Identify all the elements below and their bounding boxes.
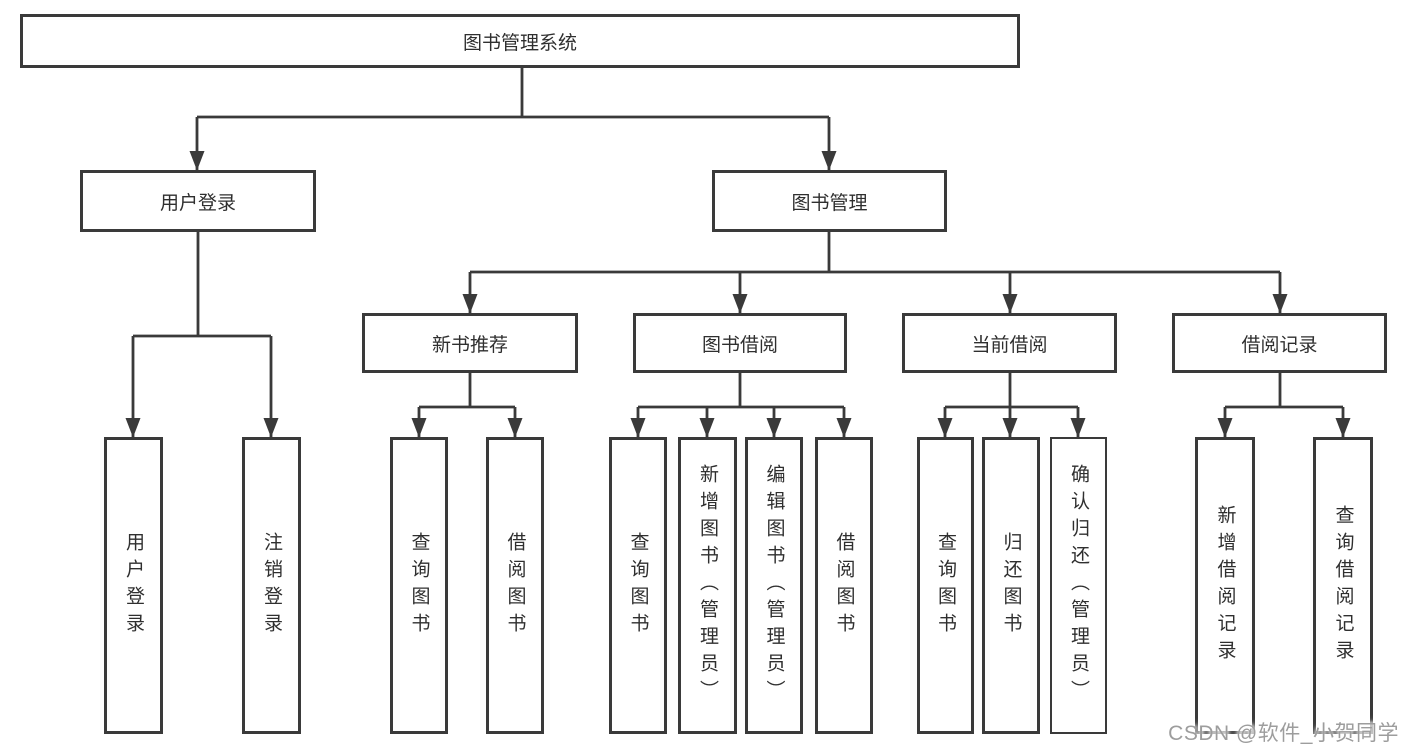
leaf-add-borrow-record: 新增借阅记录 <box>1195 437 1255 734</box>
node-borrow-records: 借阅记录 <box>1172 313 1387 373</box>
connector-current-borrow-children <box>937 373 1086 438</box>
node-label: 新书推荐 <box>431 334 508 356</box>
node-label: 图书借阅 <box>701 334 778 356</box>
watermark: CSDN @软件_小贺同学 <box>1168 722 1399 745</box>
leaf-label: 新增借阅记录 <box>1214 504 1236 667</box>
connector-book-management-children <box>462 232 1288 314</box>
node-user-login-branch: 用户登录 <box>80 170 316 232</box>
node-root-label: 图书管理系统 <box>462 32 577 54</box>
node-label: 图书管理 <box>791 192 868 214</box>
leaf-label: 注销登录 <box>261 531 282 640</box>
leaf-label: 借阅图书 <box>504 531 526 640</box>
leaf-query-books-current: 查询图书 <box>917 437 974 734</box>
leaf-label: 借阅图书 <box>833 531 855 640</box>
node-new-book-recommend: 新书推荐 <box>362 313 578 373</box>
node-label: 用户登录 <box>159 192 236 214</box>
leaf-label: 查询图书 <box>627 531 649 640</box>
connector-new-book-recommend-children <box>411 373 523 438</box>
leaf-label: 归还图书 <box>1000 531 1022 640</box>
connector-user-login-children <box>125 232 279 438</box>
leaf-label: 查询借阅记录 <box>1332 504 1354 667</box>
leaf-edit-book-admin: 编辑图书（管理员） <box>745 437 803 734</box>
leaf-logout: 注销登录 <box>242 437 301 734</box>
leaf-query-borrow-record: 查询借阅记录 <box>1313 437 1373 734</box>
leaf-label: 查询图书 <box>935 531 956 640</box>
leaf-label: 确认归还（管理员） <box>1068 464 1089 707</box>
leaf-borrow-books: 借阅图书 <box>815 437 873 734</box>
node-book-management-branch: 图书管理 <box>712 170 947 232</box>
connector-borrow-records-children <box>1217 373 1351 438</box>
leaf-label: 编辑图书（管理员） <box>763 464 785 707</box>
leaf-label: 查询图书 <box>408 531 430 640</box>
leaf-query-books-recommend: 查询图书 <box>390 437 448 734</box>
leaf-label: 用户登录 <box>123 531 144 640</box>
node-current-borrow: 当前借阅 <box>902 313 1117 373</box>
connector-book-borrow-children <box>630 373 852 438</box>
leaf-return-book: 归还图书 <box>982 437 1040 734</box>
node-label: 当前借阅 <box>971 334 1048 356</box>
node-book-borrow: 图书借阅 <box>633 313 847 373</box>
connector-root-to-level2 <box>189 68 837 171</box>
node-root: 图书管理系统 <box>20 14 1020 68</box>
leaf-query-books-borrow: 查询图书 <box>609 437 667 734</box>
node-label: 借阅记录 <box>1241 334 1318 356</box>
leaf-user-login: 用户登录 <box>104 437 163 734</box>
leaf-label: 新增图书（管理员） <box>697 464 718 707</box>
leaf-add-book-admin: 新增图书（管理员） <box>678 437 737 734</box>
leaf-confirm-return-admin: 确认归还（管理员） <box>1050 437 1107 734</box>
leaf-borrow-books-recommend: 借阅图书 <box>486 437 544 734</box>
